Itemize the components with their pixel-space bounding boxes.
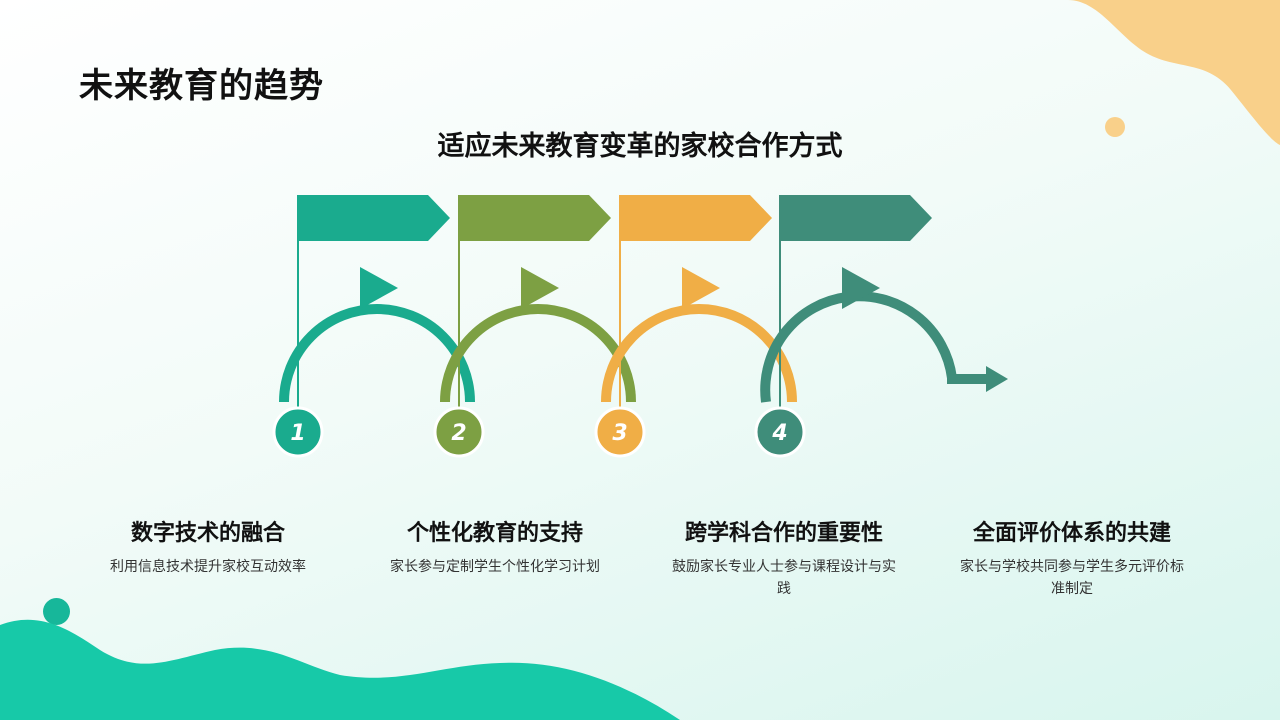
- step-2-arc-arrowhead: [521, 267, 559, 309]
- step-4-number: 4: [771, 421, 787, 446]
- step-1-number: 1: [290, 421, 305, 446]
- step-3-arc-arrowhead: [682, 267, 720, 309]
- step-3-text: 跨学科合作的重要性 鼓励家长专业人士参与课程设计与实践: [654, 518, 914, 600]
- step-2-description: 家长参与定制学生个性化学习计划: [390, 559, 600, 575]
- bottom-left-wave: [0, 619, 680, 720]
- step-3-arc: [601, 304, 797, 403]
- step-2-flag: [459, 195, 611, 241]
- step-4-flag: [780, 195, 932, 241]
- step-3-badge: [594, 406, 646, 458]
- step-2-title: 个性化教育的支持: [406, 521, 583, 546]
- step-1-arc-arrowhead: [360, 267, 398, 309]
- step-1-title: 数字技术的融合: [130, 521, 285, 546]
- step-3-title: 跨学科合作的重要性: [684, 521, 883, 546]
- step-1-badge: [272, 406, 324, 458]
- step-3-description: 鼓励家长专业人士参与课程设计与实践: [672, 559, 896, 597]
- step-1-description: 利用信息技术提升家校互动效率: [110, 559, 306, 575]
- step-3-flag: [620, 195, 772, 241]
- step-4-title: 全面评价体系的共建: [972, 521, 1171, 546]
- step-4-arc-arrowhead: [842, 267, 880, 309]
- step-3-number: 3: [612, 421, 627, 446]
- orange-dot: [1105, 117, 1125, 137]
- step-4-arc: [760, 291, 988, 403]
- step-1-text: 数字技术的融合 利用信息技术提升家校互动效率: [78, 518, 338, 578]
- step-4-badge: [754, 406, 806, 458]
- diagram-subtitle: 适应未来教育变革的家校合作方式: [437, 131, 843, 162]
- step-4-text: 全面评价体系的共建 家长与学校共同参与学生多元评价标准制定: [942, 518, 1202, 600]
- step-2-number: 2: [451, 421, 466, 446]
- step-4-graphic: 4: [754, 195, 1008, 458]
- step-3-graphic: 3: [594, 195, 797, 458]
- teal-dot: [43, 598, 70, 625]
- step-4-end-arrowhead: [986, 366, 1008, 392]
- page-title: 未来教育的趋势: [79, 66, 324, 106]
- step-1-flag: [298, 195, 450, 241]
- step-2-text: 个性化教育的支持 家长参与定制学生个性化学习计划: [365, 518, 625, 578]
- step-2-badge: [433, 406, 485, 458]
- step-4-description: 家长与学校共同参与学生多元评价标准制定: [960, 559, 1184, 597]
- top-right-blob: [1068, 0, 1280, 145]
